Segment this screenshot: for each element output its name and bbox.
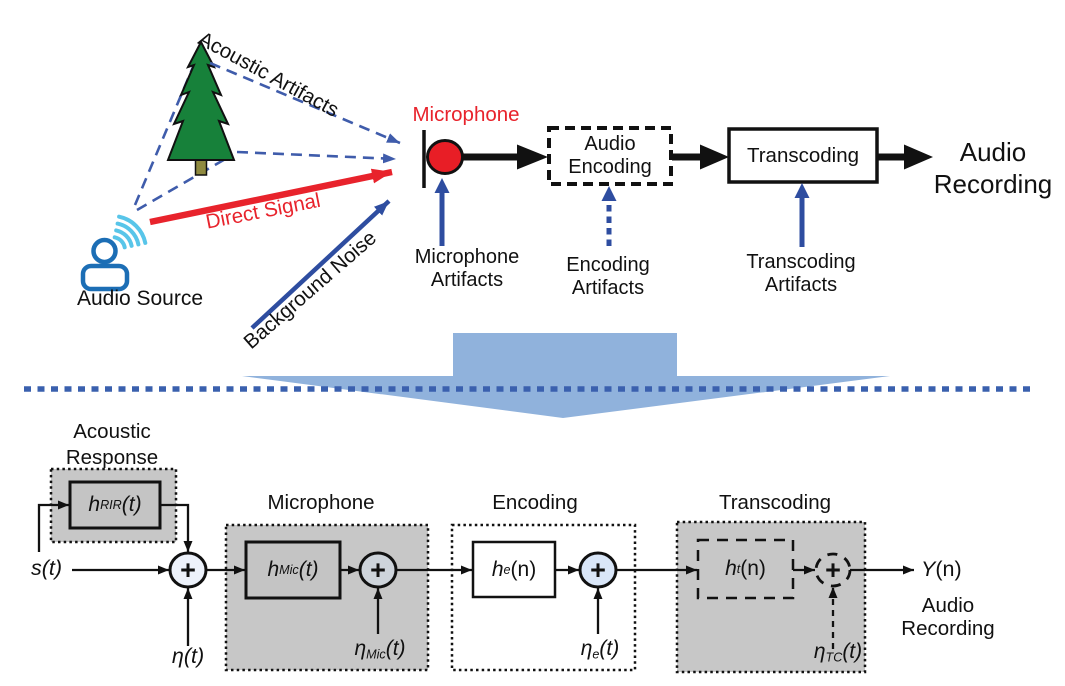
microphone-section-label: Microphone <box>267 491 375 514</box>
sum-node-microphone <box>358 551 398 589</box>
background-noise-arrow <box>250 199 391 330</box>
transcoding-artifacts-label: Transcoding Artifacts <box>746 251 856 296</box>
person-icon <box>80 237 130 292</box>
h-rir-box <box>68 480 162 530</box>
audio-source-label: Audio Source <box>76 287 204 310</box>
y-output-label: Y(n) <box>921 557 962 581</box>
acoustic-response-label: Acoustic Response <box>65 420 159 469</box>
transcoding-section-label: Transcoding <box>718 491 832 514</box>
h-e-box <box>471 540 557 599</box>
eta-tc-label: ηTC(t) <box>813 640 863 665</box>
transcoding-box <box>727 127 879 184</box>
microphone-icon <box>422 130 464 188</box>
transcoding-label: Transcoding <box>746 143 860 167</box>
sum-node-transcoding <box>814 552 852 588</box>
sum-node-acoustic <box>168 551 208 589</box>
plus-sign: + <box>825 555 841 585</box>
plus-sign: + <box>370 555 386 585</box>
eta-mic-label: ηMic(t) <box>354 637 406 662</box>
audio-recording-label: Audio Recording <box>933 137 1053 199</box>
bottom-wires <box>37 500 914 649</box>
signal-chain-arrows <box>463 144 933 170</box>
audio-encoding-box <box>547 126 673 186</box>
audio-encoding-label: Audio Encoding <box>568 133 652 178</box>
microphone-artifacts-label: Microphone Artifacts <box>414 246 520 291</box>
h-mic-box <box>244 540 342 600</box>
plus-sign: + <box>180 555 196 585</box>
sum-node-encoding <box>578 551 618 589</box>
big-down-arrow <box>242 333 890 418</box>
eta-label: η(t) <box>171 644 205 668</box>
direct-signal-arrow <box>149 168 393 226</box>
s-input-label: s(t) <box>30 556 62 580</box>
encoding-section-label: Encoding <box>492 491 578 514</box>
microphone-label: Microphone <box>412 103 520 126</box>
eta-e-label: ηe(t) <box>580 637 620 662</box>
acoustic-artifact-arrows <box>209 61 401 164</box>
sound-waves-icon <box>112 214 148 250</box>
plus-sign: + <box>590 555 606 585</box>
encoding-artifacts-label: Encoding Artifacts <box>566 254 650 299</box>
tree-icon <box>166 39 236 176</box>
h-t-box <box>696 538 795 600</box>
artifact-arrows <box>434 178 810 247</box>
audio-recording-output-label: Audio Recording <box>901 594 995 640</box>
